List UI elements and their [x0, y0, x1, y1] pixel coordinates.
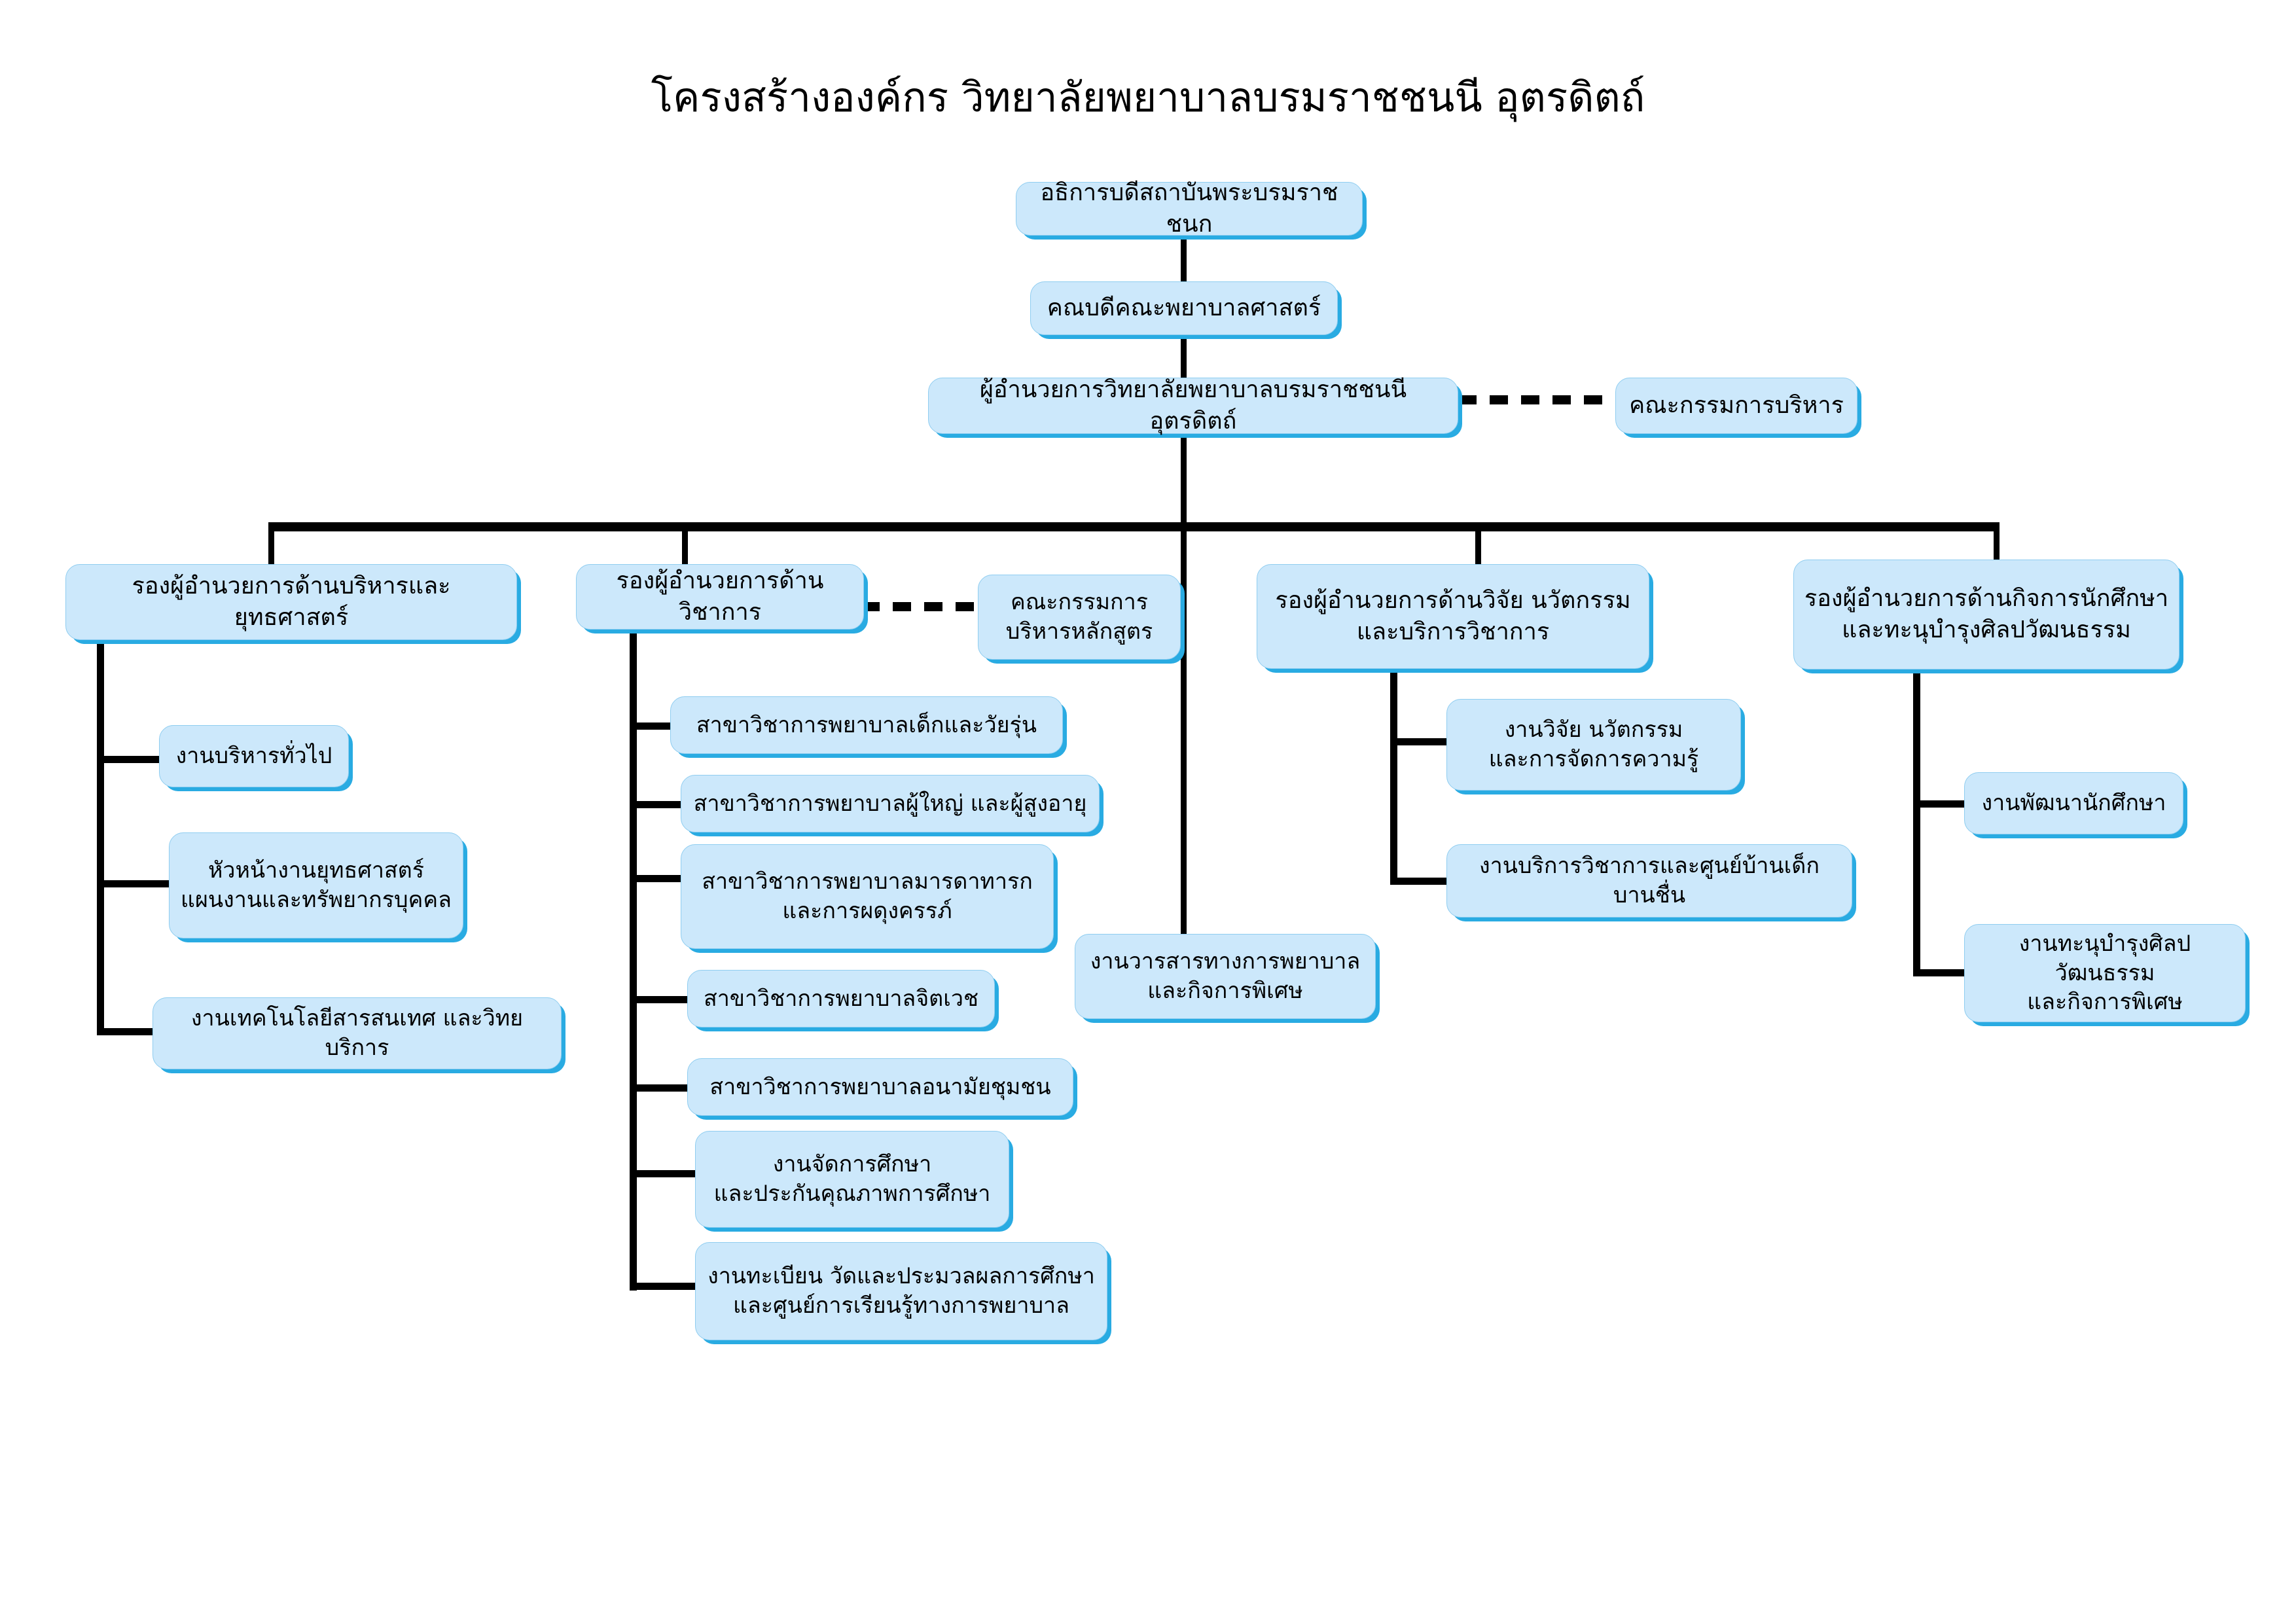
node-deputy-student-label: รองผู้อำนวยการด้านกิจการนักศึกษา และทะนุ…	[1803, 583, 2170, 645]
connector-academic-spine	[630, 630, 637, 1291]
node-journal-line1: งานวารสารทางการพยาบาล	[1090, 948, 1361, 975]
node-rector-label: อธิการบดีสถาบันพระบรมราชชนก	[1040, 179, 1338, 238]
node-admin-2[interactable]: หัวหน้างานยุทธศาสตร์ แผนงานและทรัพยากรบุ…	[169, 832, 463, 938]
node-admin-1[interactable]: งานบริหารทั่วไป	[159, 725, 349, 787]
node-stu-2-label: งานทะนุบำรุงศิลปวัฒนธรรม และกิจการพิเศษ	[1974, 929, 2236, 1018]
node-stu-1[interactable]: งานพัฒนานักศึกษา	[1964, 772, 2183, 834]
node-acad-7-label: งานทะเบียน วัดและประมวลผลการศึกษา และศูน…	[705, 1262, 1098, 1321]
node-acad-5[interactable]: สาขาวิชาการพยาบาลอนามัยชุมชน	[687, 1058, 1073, 1116]
node-stu-2[interactable]: งานทะนุบำรุงศิลปวัฒนธรรม และกิจการพิเศษ	[1964, 924, 2246, 1022]
connector-drop-journal	[1181, 522, 1187, 935]
connector-distribution-bar	[268, 522, 2000, 531]
node-res-2-label: งานบริการวิชาการและศูนย์บ้านเด็กบานชื่น	[1479, 853, 1820, 908]
connector-director-to-exec-committee	[1458, 395, 1615, 404]
node-acad-7-line2: และศูนย์การเรียนรู้ทางการพยาบาล	[733, 1293, 1069, 1319]
node-admin-2-line1: หัวหน้างานยุทธศาสตร์	[207, 857, 425, 884]
node-dean[interactable]: คณบดีคณะพยาบาลศาสตร์	[1030, 281, 1338, 335]
connector-drop-student	[1994, 522, 2000, 594]
node-stu-2-line1: งานทะนุบำรุงศิลปวัฒนธรรม	[2018, 930, 2191, 986]
node-acad-6[interactable]: งานจัดการศึกษา และประกันคุณภาพการศึกษา	[695, 1131, 1009, 1228]
node-res-1-line2: และการจัดการความรู้	[1488, 746, 1699, 772]
connector-academic-stub-2	[630, 801, 681, 808]
node-stu-2-line2: และกิจการพิเศษ	[2027, 989, 2183, 1016]
node-admin-3[interactable]: งานเทคโนโลยีสารสนเทศ และวิทยบริการ	[152, 997, 562, 1069]
connector-admin-stub-2	[97, 880, 169, 887]
connector-research-stub-2	[1390, 878, 1446, 885]
node-acad-2-label: สาขาวิชาการพยาบาลผู้ใหญ่ และผู้สูงอายุ	[693, 790, 1087, 817]
node-acad-6-line1: งานจัดการศึกษา	[772, 1151, 932, 1178]
node-director-label: ผู้อำนวยการวิทยาลัยพยาบาลบรมราชชนนี อุตร…	[979, 376, 1407, 435]
connector-dean-to-director	[1181, 335, 1187, 397]
node-acad-7-line1: งานทะเบียน วัดและประมวลผลการศึกษา	[708, 1263, 1095, 1290]
node-acad-4[interactable]: สาขาวิชาการพยาบาลจิตเวช	[687, 970, 995, 1027]
connector-drop-research	[1475, 522, 1481, 594]
connector-student-stub-1	[1913, 800, 1964, 808]
node-acad-3-label: สาขาวิชาการพยาบาลมารดาทารก และการผดุงครร…	[691, 867, 1044, 926]
node-acad-4-label: สาขาวิชาการพยาบาลจิตเวช	[703, 985, 979, 1012]
node-acad-7[interactable]: งานทะเบียน วัดและประมวลผลการศึกษา และศูน…	[695, 1242, 1107, 1340]
node-deputy-academic[interactable]: รองผู้อำนวยการด้านวิชาการ	[576, 564, 864, 630]
connector-director-down	[1181, 434, 1187, 526]
node-journal-label: งานวารสารทางการพยาบาล และกิจการพิเศษ	[1085, 947, 1366, 1006]
node-journal[interactable]: งานวารสารทางการพยาบาล และกิจการพิเศษ	[1075, 934, 1376, 1019]
node-deputy-student-line2: และทะนุบำรุงศิลปวัฒนธรรม	[1842, 616, 2131, 643]
connector-academic-to-curriculum-committee	[861, 602, 978, 611]
node-acad-1-label: สาขาวิชาการพยาบาลเด็กและวัยรุ่น	[696, 711, 1037, 738]
node-res-1-line1: งานวิจัย นวัตกรรม	[1504, 717, 1683, 743]
connector-drop-admin	[268, 522, 274, 594]
node-acad-6-label: งานจัดการศึกษา และประกันคุณภาพการศึกษา	[705, 1150, 999, 1209]
connector-admin-spine	[97, 640, 104, 1035]
node-deputy-research-line1: รองผู้อำนวยการด้านวิจัย นวัตกรรม	[1275, 587, 1631, 615]
connector-academic-stub-3	[630, 875, 681, 882]
node-journal-line2: และกิจการพิเศษ	[1147, 978, 1303, 1004]
connector-student-stub-2	[1913, 969, 1964, 976]
node-exec-committee-label: คณะกรรมการบริหาร	[1629, 392, 1844, 419]
connector-rector-to-dean	[1181, 236, 1187, 298]
connector-academic-stub-6	[630, 1170, 695, 1177]
node-acad-3-line1: สาขาวิชาการพยาบาลมารดาทารก	[702, 868, 1033, 895]
node-deputy-admin[interactable]: รองผู้อำนวยการด้านบริหารและยุทธศาสตร์	[65, 564, 517, 640]
node-res-1[interactable]: งานวิจัย นวัตกรรม และการจัดการความรู้	[1446, 699, 1741, 791]
node-acad-6-line2: และประกันคุณภาพการศึกษา	[713, 1181, 991, 1207]
node-res-2[interactable]: งานบริการวิชาการและศูนย์บ้านเด็กบานชื่น	[1446, 844, 1852, 918]
node-deputy-research[interactable]: รองผู้อำนวยการด้านวิจัย นวัตกรรม และบริก…	[1257, 564, 1649, 669]
node-acad-1[interactable]: สาขาวิชาการพยาบาลเด็กและวัยรุ่น	[670, 696, 1063, 754]
node-deputy-student-line1: รองผู้อำนวยการด้านกิจการนักศึกษา	[1804, 585, 2169, 613]
node-acad-3-line2: และการผดุงครรภ์	[782, 898, 952, 924]
node-curriculum-committee-line1: คณะกรรมการ	[1010, 589, 1148, 616]
node-dean-label: คณบดีคณะพยาบาลศาสตร์	[1047, 294, 1321, 322]
node-admin-2-label: หัวหน้างานยุทธศาสตร์ แผนงานและทรัพยากรบุ…	[179, 856, 454, 915]
node-res-1-label: งานวิจัย นวัตกรรม และการจัดการความรู้	[1456, 715, 1731, 774]
node-exec-committee[interactable]: คณะกรรมการบริหาร	[1615, 378, 1857, 434]
connector-academic-stub-5	[630, 1084, 687, 1092]
connector-drop-academic	[682, 522, 688, 594]
node-deputy-research-label: รองผู้อำนวยการด้านวิจัย นวัตกรรม และบริก…	[1266, 585, 1640, 647]
node-deputy-academic-label: รองผู้อำนวยการด้านวิชาการ	[616, 567, 824, 626]
node-admin-3-label: งานเทคโนโลยีสารสนเทศ และวิทยบริการ	[190, 1005, 524, 1061]
connector-academic-stub-7	[630, 1283, 695, 1290]
connector-research-stub-1	[1390, 738, 1446, 745]
node-acad-3[interactable]: สาขาวิชาการพยาบาลมารดาทารก และการผดุงครร…	[681, 844, 1054, 949]
node-curriculum-committee[interactable]: คณะกรรมการ บริหารหลักสูตร	[978, 575, 1181, 660]
node-director[interactable]: ผู้อำนวยการวิทยาลัยพยาบาลบรมราชชนนี อุตร…	[928, 376, 1458, 435]
connector-admin-stub-1	[97, 756, 159, 763]
connector-academic-stub-1	[630, 722, 670, 730]
page-title: โครงสร้างองค์กร วิทยาลัยพยาบาลบรมราชชนนี…	[651, 73, 1645, 121]
connector-research-spine	[1390, 669, 1397, 885]
connector-admin-stub-3	[97, 1028, 152, 1035]
node-curriculum-committee-label: คณะกรรมการ บริหารหลักสูตร	[988, 588, 1171, 647]
node-admin-1-label: งานบริหารทั่วไป	[175, 743, 332, 770]
connector-academic-stub-4	[630, 996, 687, 1003]
node-deputy-admin-label: รองผู้อำนวยการด้านบริหารและยุทธศาสตร์	[132, 573, 451, 631]
connector-student-spine	[1913, 669, 1920, 976]
node-deputy-student[interactable]: รองผู้อำนวยการด้านกิจการนักศึกษา และทะนุ…	[1793, 560, 2179, 669]
node-deputy-research-line2: และบริการวิชาการ	[1356, 618, 1550, 645]
node-curriculum-committee-line2: บริหารหลักสูตร	[1005, 618, 1153, 645]
node-rector[interactable]: อธิการบดีสถาบันพระบรมราชชนก	[1016, 179, 1363, 238]
node-acad-5-label: สาขาวิชาการพยาบาลอนามัยชุมชน	[709, 1073, 1051, 1100]
node-stu-1-label: งานพัฒนานักศึกษา	[1981, 790, 2166, 817]
node-acad-2[interactable]: สาขาวิชาการพยาบาลผู้ใหญ่ และผู้สูงอายุ	[681, 775, 1100, 832]
node-admin-2-line2: แผนงานและทรัพยากรบุคคล	[181, 887, 452, 913]
